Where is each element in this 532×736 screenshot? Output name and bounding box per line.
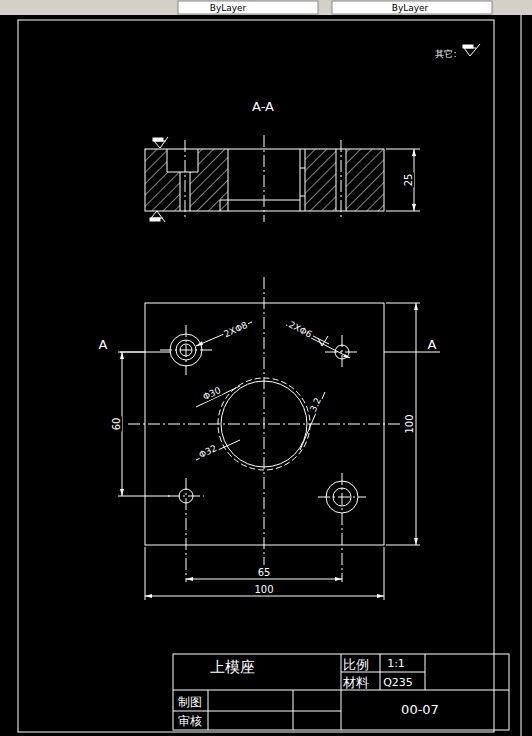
- dimension-text: 65: [257, 568, 272, 578]
- table-cell: Q235: [382, 677, 414, 688]
- title-block: [173, 654, 509, 730]
- table-cell: 材料: [342, 676, 370, 689]
- hole-callout: 2XΦ8: [222, 320, 250, 339]
- table-cell: 1:1: [386, 658, 406, 669]
- dimension-text: 25: [404, 173, 414, 188]
- note-text: 其它:: [434, 50, 457, 59]
- section-mark: A: [98, 338, 109, 351]
- view-title: A-A: [251, 100, 275, 113]
- diameter-callout: Φ32: [197, 444, 219, 461]
- sheet-frame: [18, 20, 494, 732]
- hole-callout: 2XΦ6: [286, 320, 314, 340]
- section-view: [145, 135, 420, 222]
- section-mark: A: [427, 338, 438, 351]
- dimension-text: 100: [405, 413, 415, 434]
- toolbar-text: ByLayer: [391, 4, 430, 13]
- drawing-number: 00-07: [400, 703, 440, 716]
- table-cell: 审核: [177, 715, 203, 727]
- part-name: 上模座: [209, 660, 256, 675]
- dimension-text: 60: [112, 417, 122, 432]
- dimension-text: 100: [253, 585, 274, 595]
- toolbar-text: ByLayer: [209, 4, 248, 13]
- table-cell: 比例: [342, 658, 370, 671]
- toolbar: [0, 0, 532, 15]
- roughness-value: 3.2: [308, 396, 323, 415]
- table-cell: 制图: [177, 696, 203, 708]
- roughness-symbol: [463, 44, 480, 56]
- plan-view: [118, 277, 440, 600]
- roughness-symbol: [150, 137, 168, 222]
